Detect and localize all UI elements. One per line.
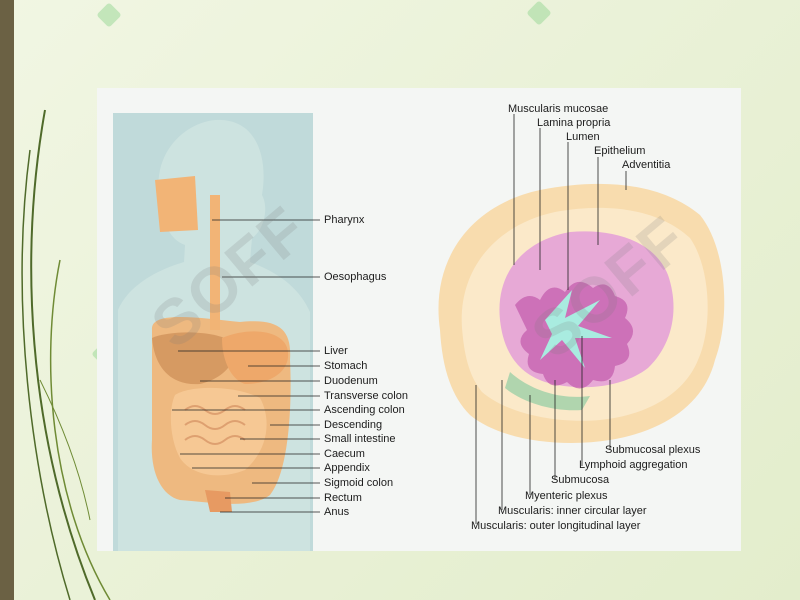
label-small-intestine: Small intestine	[324, 433, 396, 445]
label-duodenum: Duodenum	[324, 375, 378, 387]
label-liver: Liver	[324, 345, 348, 357]
label-submucosal-plexus: Submucosal plexus	[605, 444, 701, 456]
label-rectum: Rectum	[324, 492, 362, 504]
label-appendix: Appendix	[324, 462, 370, 474]
label-muscularis-outer-longitudinal: Muscularis: outer longitudinal layer	[471, 520, 641, 532]
label-muscularis-mucosae: Muscularis mucosae	[508, 103, 609, 115]
label-lamina-propria: Lamina propria	[537, 117, 611, 129]
label-oesophagus: Oesophagus	[324, 271, 387, 283]
label-lumen: Lumen	[566, 131, 600, 143]
label-epithelium: Epithelium	[594, 145, 646, 157]
label-myenteric-plexus: Myenteric plexus	[525, 490, 608, 502]
label-descending: Descending	[324, 419, 383, 431]
label-transverse-colon: Transverse colon	[324, 390, 408, 402]
label-caecum: Caecum	[324, 448, 365, 460]
label-submucosa: Submucosa	[551, 474, 610, 486]
label-muscularis-inner-circular: Muscularis: inner circular layer	[498, 505, 647, 517]
label-anus: Anus	[324, 506, 350, 518]
slide-left-bar	[0, 0, 14, 600]
label-lymphoid-aggregation: Lymphoid aggregation	[579, 459, 688, 471]
label-adventitia: Adventitia	[622, 159, 671, 171]
label-ascending-colon: Ascending colon	[324, 404, 405, 416]
label-pharynx: Pharynx	[324, 214, 365, 226]
label-sigmoid-colon: Sigmoid colon	[324, 477, 394, 489]
label-stomach: Stomach	[324, 360, 368, 372]
